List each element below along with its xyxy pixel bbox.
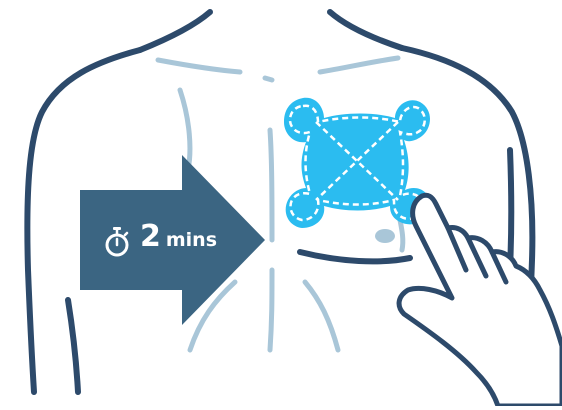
timer-value: 2: [140, 222, 161, 252]
stopwatch-icon: [104, 226, 130, 258]
nipple-mark: [375, 229, 395, 243]
electrode-pad-icon: [284, 98, 430, 228]
pointing-hand-icon: [399, 195, 562, 406]
timer-unit: mins: [166, 231, 217, 250]
timer-label: 2 mins: [104, 222, 217, 262]
